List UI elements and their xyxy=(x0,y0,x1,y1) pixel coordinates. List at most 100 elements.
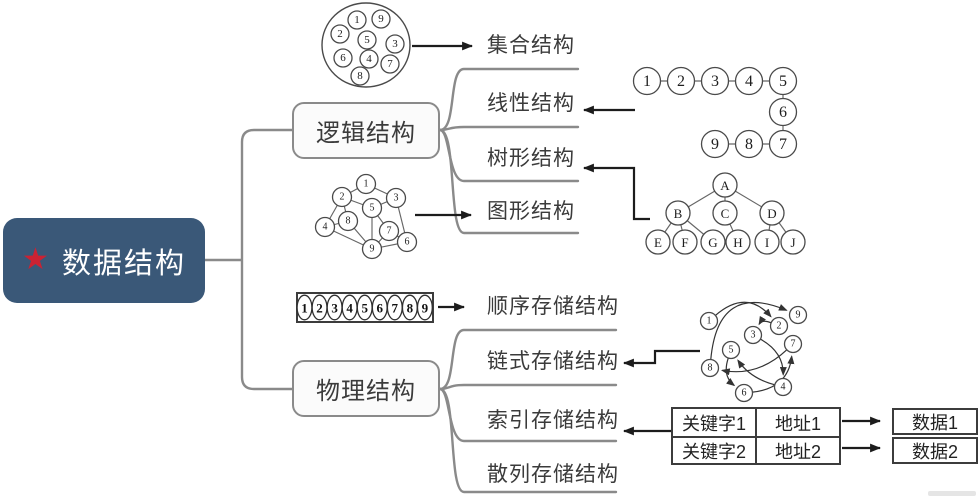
g-tree-node-label: A xyxy=(720,178,730,193)
g-array-cell-label: 6 xyxy=(377,301,384,316)
g-set-node xyxy=(347,10,367,30)
physical-child-connector-2 xyxy=(438,383,618,391)
g-graph-node xyxy=(396,231,418,253)
g-chain-node xyxy=(700,66,730,96)
g-array-cell-label: 5 xyxy=(361,301,368,316)
g-linked-node-label: 2 xyxy=(777,321,782,332)
g-graph-node-label: 9 xyxy=(370,244,375,255)
root-topic-label: 数据结构 xyxy=(61,247,186,280)
arrow-linked-to-chain-label xyxy=(622,349,700,368)
g-tree-node-label: D xyxy=(767,206,776,221)
g-tree-node-label: G xyxy=(708,235,717,250)
g-graph-node xyxy=(314,216,336,238)
physical-child-connector-4 xyxy=(438,387,618,494)
g-graph-node-label: 3 xyxy=(394,193,399,204)
leaf-tree-structure: 树形结构 xyxy=(487,147,575,170)
g-set-node-label: 4 xyxy=(366,53,372,65)
g-tree-node-label: C xyxy=(721,206,730,221)
g-linked-node xyxy=(788,305,808,325)
g-linked-pointer-arrow xyxy=(715,301,772,318)
g-tree-node xyxy=(645,229,671,255)
root-topic: ★ 数据结构 xyxy=(3,218,205,303)
g-linked-node xyxy=(734,383,754,403)
g-chain-node-label: 2 xyxy=(677,73,685,90)
g-linked-node-label: 9 xyxy=(796,310,801,321)
branch-topic-logical: 逻辑结构 xyxy=(292,102,440,159)
g-chain-node-label: 7 xyxy=(779,136,787,153)
g-graph-node xyxy=(355,173,377,195)
g-linked-node-label: 5 xyxy=(729,345,734,356)
g-graph-node xyxy=(385,187,407,209)
g-tree-node xyxy=(700,229,726,255)
g-set-node-label: 9 xyxy=(378,13,384,25)
branch-topic-logical-label: 逻辑结构 xyxy=(316,120,416,147)
g-chain-node-label: 9 xyxy=(711,136,719,153)
g-graph-node-label: 1 xyxy=(364,179,369,190)
g-graph-node-label: 6 xyxy=(405,237,410,248)
g-linked-node-label: 7 xyxy=(791,339,796,350)
g-chain-node xyxy=(734,129,764,159)
g-set-node xyxy=(359,49,379,69)
g-set-node xyxy=(385,34,405,54)
index-table-key2: 关键字2 xyxy=(673,436,755,463)
physical-child-connector-1 xyxy=(438,328,618,391)
g-linked-node xyxy=(700,358,720,378)
g-tree-node xyxy=(712,172,738,198)
leaf-graph-structure: 图形结构 xyxy=(487,200,575,223)
g-tree-node xyxy=(754,229,780,255)
g-linked-node-label: 3 xyxy=(751,330,756,341)
g-tree-node-label: I xyxy=(765,235,769,250)
g-linked-node xyxy=(721,340,741,360)
g-graph-node-label: 7 xyxy=(387,226,392,237)
g-linked-node xyxy=(769,316,789,336)
data-box-2: 数据2 xyxy=(892,437,978,464)
g-linked-pointer-arrow xyxy=(737,359,775,386)
leaf-set-structure: 集合结构 xyxy=(487,34,575,57)
g-tree-node xyxy=(665,200,691,226)
g-set-node-label: 6 xyxy=(340,52,346,64)
g-linked-pointer-arrow xyxy=(710,301,788,360)
g-set-node xyxy=(371,9,391,29)
g-set-node xyxy=(357,30,377,50)
g-array-cell-label: 2 xyxy=(316,301,323,316)
g-chain-node-label: 3 xyxy=(711,73,719,90)
g-linked-node xyxy=(743,325,763,345)
g-linked-node xyxy=(699,311,719,331)
arrow-tree-to-tree-label xyxy=(582,163,650,221)
g-graph-node-label: 2 xyxy=(340,192,345,203)
g-set-node xyxy=(380,54,400,74)
index-table-key1: 关键字1 xyxy=(681,413,746,434)
index-table: 关键字1 地址1 关键字2 地址2 xyxy=(671,407,841,465)
g-tree-node-label: B xyxy=(674,206,683,221)
g-chain-node-label: 6 xyxy=(779,104,787,121)
g-chain-node xyxy=(768,66,798,96)
g-chain-node xyxy=(700,129,730,159)
g-graph-node xyxy=(331,186,353,208)
watermark xyxy=(928,491,976,496)
g-set-node-label: 3 xyxy=(392,38,398,50)
root-branch-bracket xyxy=(203,128,294,391)
leaf-sequential-storage: 顺序存储结构 xyxy=(487,295,619,318)
g-array-cell xyxy=(416,294,433,321)
leaf-hash-storage: 散列存储结构 xyxy=(487,463,619,486)
index-table-address1: 地址1 xyxy=(755,409,839,436)
g-tree-node-label: E xyxy=(654,235,662,250)
g-set-node-label: 2 xyxy=(337,28,343,40)
g-set-node xyxy=(333,48,353,68)
g-chain-node xyxy=(632,66,662,96)
leaf-linear-structure: 线性结构 xyxy=(487,92,575,115)
g-array-cell-label: 1 xyxy=(301,301,308,316)
g-graph-node xyxy=(337,210,359,232)
g-tree-node xyxy=(672,229,698,255)
g-linked-pointer-arrow xyxy=(720,349,788,376)
g-set-node xyxy=(350,66,370,86)
g-chain-node-label: 5 xyxy=(779,73,787,90)
logical-child-connector-2 xyxy=(438,125,580,132)
g-linked-pointer-arrow xyxy=(760,338,787,376)
g-chain-node-label: 4 xyxy=(745,73,753,90)
g-chain-node-label: 1 xyxy=(643,73,651,90)
